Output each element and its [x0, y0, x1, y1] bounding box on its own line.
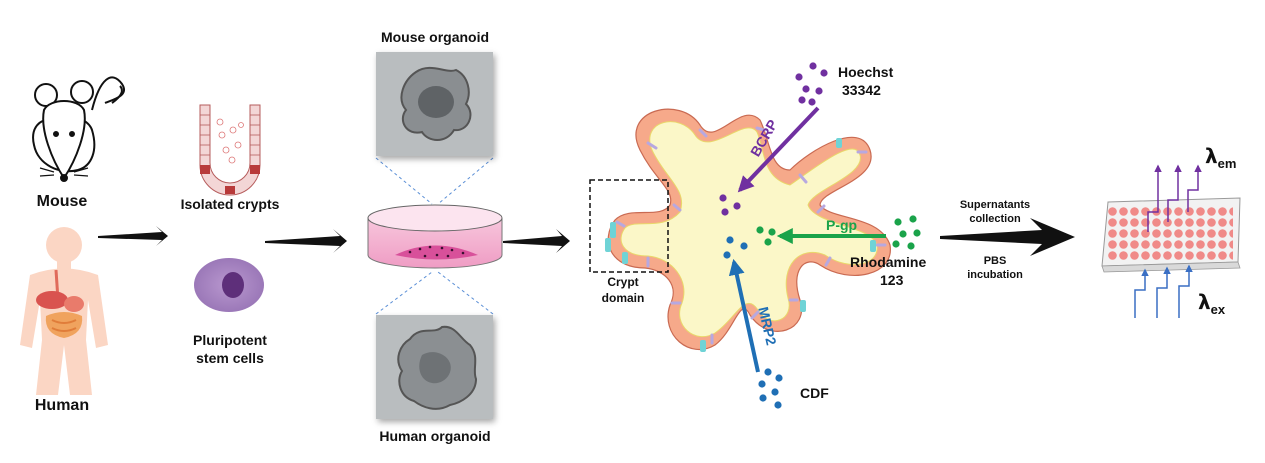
ex-subscript: ex	[1210, 302, 1226, 317]
well-plate	[1101, 197, 1241, 273]
hoechst-dots	[795, 62, 828, 106]
hoechst-number-label: 33342	[842, 82, 881, 98]
mouse-label: Mouse	[36, 193, 88, 210]
mouse-organoid-image	[400, 67, 472, 141]
petri-dish	[367, 204, 503, 269]
crypt-label: Crypt	[607, 275, 639, 289]
flow-arrow-2	[265, 229, 347, 253]
pgp-label: P-gp	[826, 217, 858, 233]
photo-guide-lines	[375, 157, 494, 315]
mrp2-arrow	[728, 258, 760, 373]
crypt-illustration	[199, 104, 261, 196]
incubation-label: incubation	[967, 269, 1023, 281]
bcrp-arrow	[737, 106, 820, 193]
human-organoid-photo	[376, 315, 493, 419]
excitation-arrows	[1134, 264, 1193, 318]
stem-cell-nucleus	[222, 272, 244, 298]
lambda-symbol: λ	[1205, 144, 1218, 168]
collection-label: collection	[969, 213, 1021, 225]
emission-arrows	[1147, 164, 1202, 232]
rhodamine-dots-internal	[756, 226, 776, 246]
lambda-ex-label: λex	[1198, 290, 1225, 317]
flow-arrow-3	[503, 229, 570, 253]
stem-cells-label: stem cells	[196, 350, 264, 366]
lambda-symbol: λ	[1198, 290, 1211, 314]
organoid-illustration	[605, 108, 891, 352]
pbs-label: PBS	[983, 255, 1007, 267]
isolated-crypts-label: Isolated crypts	[180, 196, 280, 212]
rhodamine-number-label: 123	[880, 272, 904, 288]
flow-arrow-4	[940, 218, 1075, 256]
mouse-organoid-label: Mouse organoid	[380, 29, 490, 45]
domain-label: domain	[601, 291, 645, 305]
mouse-illustration	[32, 76, 125, 182]
hoechst-label: Hoechst	[838, 64, 894, 80]
lambda-em-label: λem	[1205, 144, 1236, 171]
rhodamine-label: Rhodamine	[850, 254, 927, 270]
human-organoid-image	[397, 325, 478, 410]
rhodamine-dots	[892, 215, 921, 250]
flow-arrow-1	[98, 226, 168, 246]
human-organoid-label: Human organoid	[379, 428, 491, 444]
hoechst-dots-internal	[719, 194, 741, 216]
human-illustration	[20, 227, 108, 395]
pluripotent-label: Pluripotent	[193, 332, 267, 348]
cdf-dots	[758, 368, 783, 409]
supernatants-label: Supernatants	[959, 199, 1031, 211]
cdf-dots-internal	[723, 236, 748, 259]
cdf-label: CDF	[800, 385, 829, 401]
human-label: Human	[34, 397, 90, 414]
crypt-domain-box	[589, 179, 669, 273]
em-subscript: em	[1217, 156, 1237, 171]
mouse-organoid-photo	[376, 52, 493, 156]
